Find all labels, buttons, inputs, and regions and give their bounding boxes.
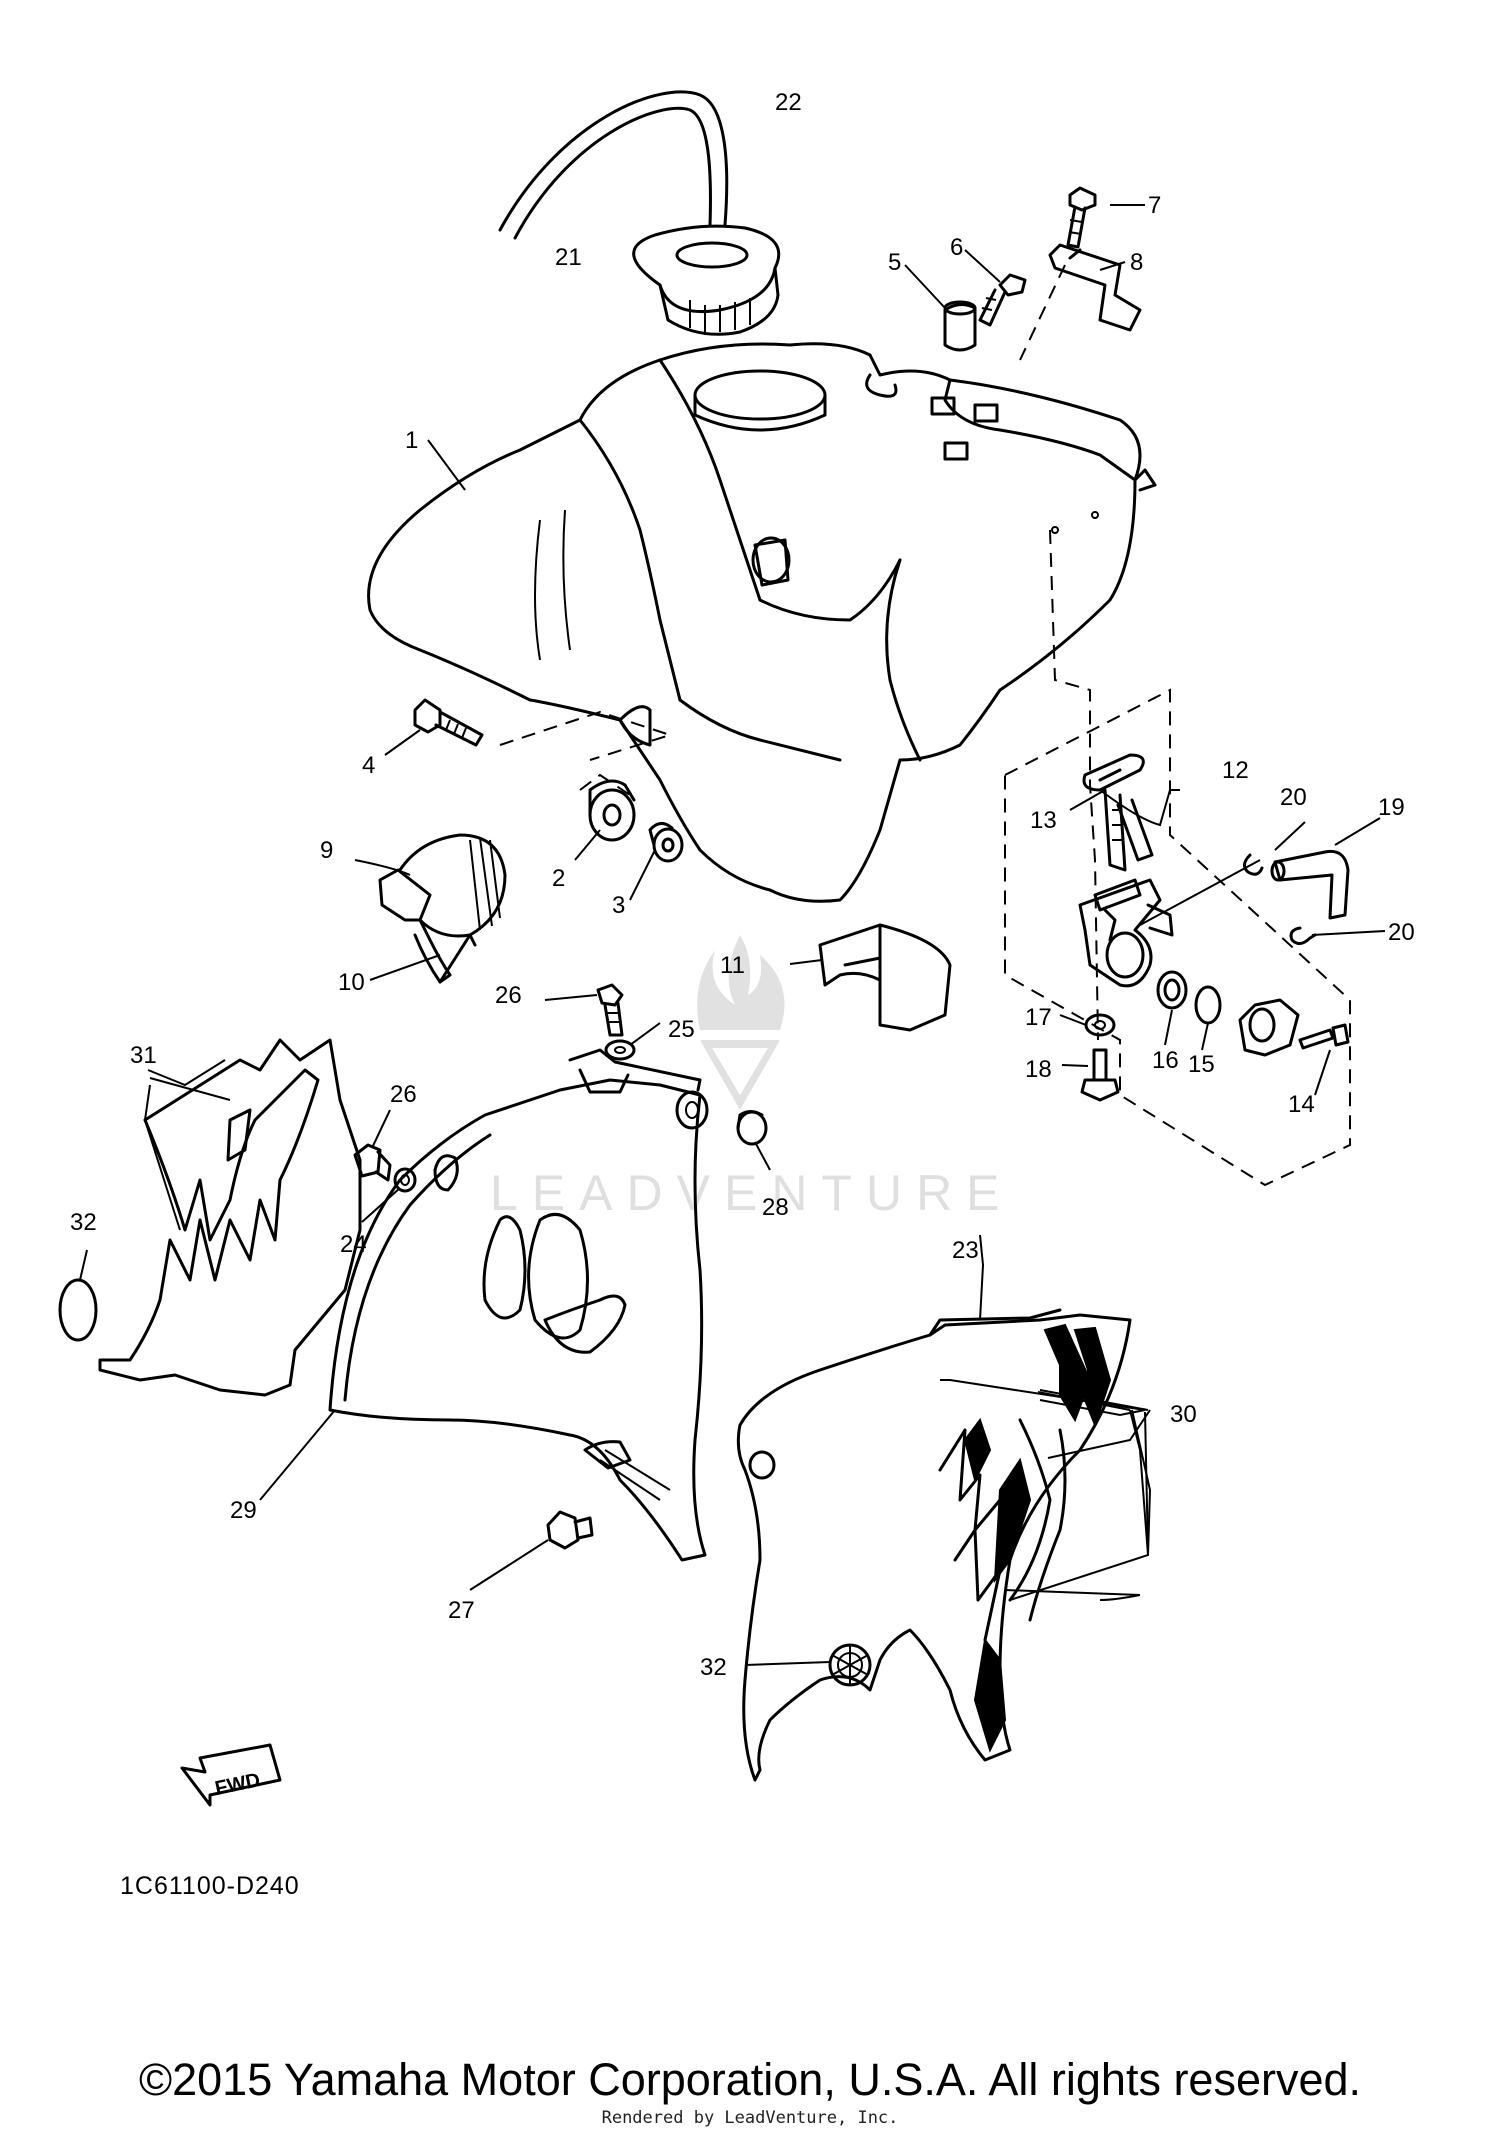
graphic-30-stripe-c (993, 1457, 1032, 1584)
callouts: 1 2 3 4 5 6 7 8 9 10 11 12 13 14 15 16 1… (70, 89, 1415, 1681)
bolt-6 (978, 273, 1027, 327)
callout-20-top: 20 (1280, 784, 1307, 811)
fuel-tank (367, 342, 1157, 903)
callout-30: 30 (1170, 1401, 1197, 1428)
callout-20-bottom: 20 (1388, 919, 1415, 946)
o-ring-15 (1194, 985, 1222, 1025)
collar-3 (648, 822, 684, 863)
fuel-cap (632, 224, 781, 336)
watermark-flame-logo (697, 935, 785, 1030)
callout-18: 18 (1025, 1056, 1052, 1083)
callout-13: 13 (1030, 807, 1057, 834)
callout-28: 28 (762, 1194, 789, 1221)
callout-26-top: 26 (495, 982, 522, 1009)
screw-14 (1298, 1023, 1350, 1050)
callout-9: 9 (320, 837, 333, 864)
damper-2 (579, 773, 636, 842)
callout-22: 22 (775, 89, 802, 116)
heat-protector (818, 923, 952, 1032)
callout-15: 15 (1188, 1051, 1215, 1078)
callout-27: 27 (448, 1597, 475, 1624)
callout-31: 31 (130, 1042, 157, 1069)
rivet-27 (546, 1510, 594, 1550)
fuel-hose-19 (1270, 849, 1350, 920)
callout-17: 17 (1025, 1004, 1052, 1031)
callout-26-left: 26 (390, 1081, 417, 1108)
callout-2: 2 (552, 865, 565, 892)
callout-4: 4 (362, 752, 375, 779)
copyright-notice: ©2015 Yamaha Motor Corporation, U.S.A. A… (138, 2054, 1362, 2105)
callout-5: 5 (888, 249, 901, 276)
callout-3: 3 (612, 892, 625, 919)
bracket-8 (1019, 243, 1142, 361)
graphic-30-stripe-d (973, 1637, 1007, 1753)
rendered-by-notice: Rendered by LeadVenture, Inc. (601, 2108, 899, 2128)
callout-10: 10 (338, 969, 365, 996)
hose-clip-20a (1243, 853, 1264, 876)
hose-clip-20b (1289, 926, 1317, 945)
callout-23: 23 (952, 1237, 979, 1264)
callout-29: 29 (230, 1497, 257, 1524)
leader-lines (79, 204, 1386, 1666)
collar-25 (604, 1039, 636, 1061)
callout-32-left: 32 (70, 1209, 97, 1236)
petcock-mount-line (1049, 529, 1099, 1041)
breather-hose (498, 90, 729, 232)
o-ring-16 (1156, 970, 1188, 1010)
fuel-cock-body (1078, 878, 1174, 988)
watermark: LEADVENTURE (490, 935, 1014, 1221)
fwd-arrow: FWD (180, 1743, 282, 1807)
callout-7: 7 (1148, 192, 1161, 219)
bolt-7 (1066, 186, 1097, 249)
callout-19: 19 (1378, 794, 1405, 821)
fuel-cock-assembly-outline (1004, 688, 1351, 1187)
callout-1: 1 (405, 427, 418, 454)
emblem-32-left (58, 1278, 98, 1342)
callout-14: 14 (1288, 1091, 1315, 1118)
watermark-text: LEADVENTURE (490, 1165, 1014, 1221)
fwd-label: FWD (213, 1769, 262, 1800)
callout-21: 21 (555, 244, 582, 271)
side-cover-right (736, 1308, 1132, 1782)
callout-24: 24 (340, 1231, 367, 1258)
callout-11: 11 (720, 952, 745, 979)
breather-hose-inner (513, 106, 712, 240)
washer-17 (1084, 1013, 1116, 1037)
callout-32-right: 32 (700, 1654, 727, 1681)
watermark-v-logo (700, 1040, 780, 1110)
damper-5 (943, 300, 977, 352)
bolt-26-top (596, 983, 624, 1037)
drain-bolt-18 (1080, 1048, 1120, 1102)
filler-neck-hose (378, 833, 507, 984)
graphic-30-stripe-e (963, 1417, 992, 1483)
emblem-32-right (828, 1643, 872, 1687)
callout-12: 12 (1222, 757, 1249, 784)
collar-24 (393, 1167, 417, 1193)
damper-28 (736, 1110, 768, 1146)
lever-plate-14 (1238, 998, 1300, 1057)
callout-6: 6 (950, 234, 963, 261)
bolt-4 (413, 698, 674, 761)
callout-8: 8 (1130, 249, 1143, 276)
graphic-31 (98, 1038, 362, 1397)
diagram-code: 1C61100-D240 (120, 1872, 300, 1900)
gasket-strainer (1082, 753, 1154, 872)
side-cover-left (328, 1048, 709, 1562)
callout-16: 16 (1152, 1047, 1179, 1074)
callout-25: 25 (668, 1016, 695, 1043)
